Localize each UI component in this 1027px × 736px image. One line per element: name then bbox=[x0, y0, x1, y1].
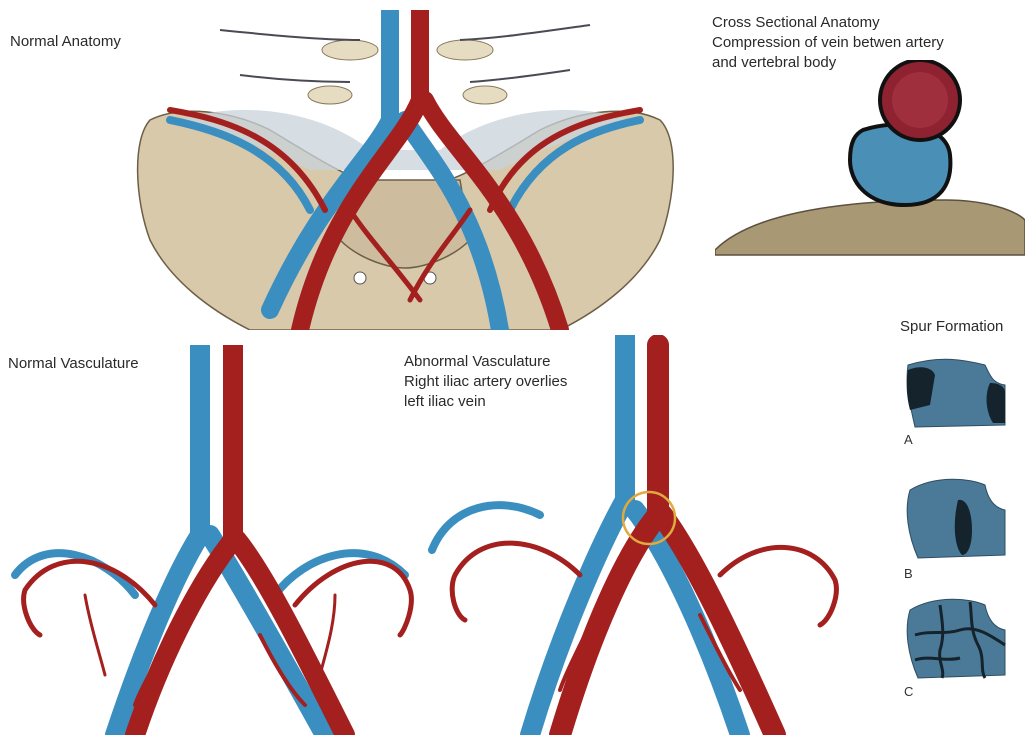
cross-section-illustration bbox=[715, 60, 1025, 260]
spur-a-label: A bbox=[904, 432, 913, 447]
spinal-nerve bbox=[220, 25, 590, 82]
normal-anatomy-illustration bbox=[120, 10, 690, 330]
spur-formation-label: Spur Formation bbox=[900, 317, 1003, 336]
vertebral-body bbox=[715, 200, 1025, 255]
vertebra bbox=[308, 40, 507, 104]
normal-vasculature-illustration bbox=[5, 345, 425, 735]
artery-vessels bbox=[452, 345, 836, 735]
vein-vessels bbox=[15, 345, 405, 735]
spur-c-label: C bbox=[904, 684, 913, 699]
artery-lumen bbox=[892, 72, 948, 128]
sacral-foramen bbox=[354, 272, 366, 284]
cross-section-title: Cross Sectional Anatomy bbox=[712, 13, 880, 32]
abnormal-vasculature-illustration bbox=[420, 335, 860, 735]
cross-section-caption-line2: Compression of vein betwen artery bbox=[712, 33, 944, 52]
spur-diagram-a bbox=[900, 345, 1010, 435]
normal-anatomy-label: Normal Anatomy bbox=[10, 32, 121, 51]
spur-diagram-b bbox=[900, 470, 1010, 565]
spur-diagram-c bbox=[900, 590, 1010, 685]
pelvis-bone bbox=[138, 111, 674, 330]
spur-b-label: B bbox=[904, 566, 913, 581]
